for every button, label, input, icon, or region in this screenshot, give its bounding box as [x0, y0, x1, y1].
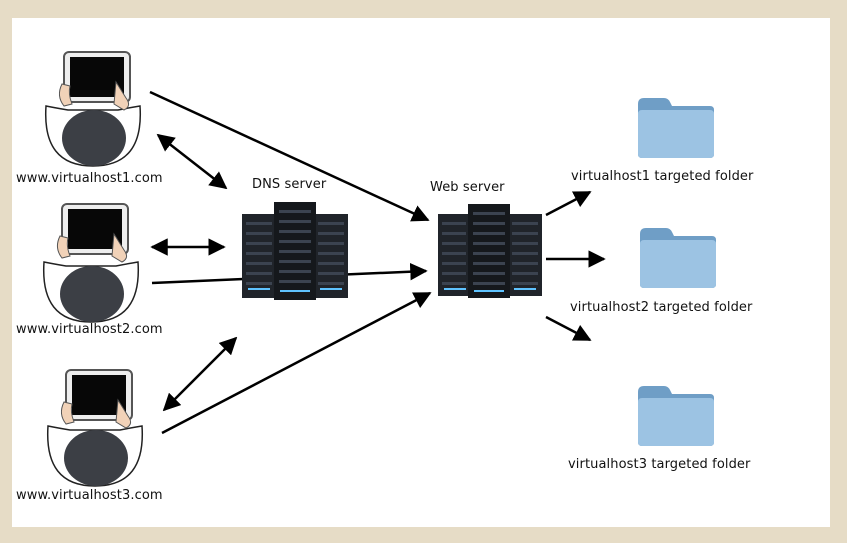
- user-tablet-icon: [45, 51, 141, 167]
- user-2: [36, 203, 156, 324]
- web-server-label: Web server: [430, 180, 505, 195]
- arrow-user3-dns: [162, 336, 238, 412]
- arrow-user3-web: [161, 291, 432, 435]
- folder-2: [638, 224, 718, 294]
- folder-icon: [638, 98, 714, 158]
- arrow-web-folder3: [545, 315, 592, 342]
- web-server: [436, 202, 544, 304]
- server-rack-icon: [438, 204, 542, 298]
- user-tablet-icon: [47, 369, 143, 487]
- folder-1: [636, 94, 716, 164]
- dns-server-label: DNS server: [252, 177, 327, 192]
- folder-3-label: virtualhost3 targeted folder: [568, 457, 751, 472]
- arrow-user1-web: [149, 90, 430, 222]
- user-3: [40, 368, 160, 488]
- folder-2-label: virtualhost2 targeted folder: [570, 300, 753, 315]
- dns-server: [240, 200, 350, 306]
- user-1-label: www.virtualhost1.com: [16, 171, 163, 186]
- user-1: [38, 48, 158, 168]
- folder-3: [636, 382, 716, 452]
- user-2-label: www.virtualhost2.com: [16, 322, 163, 337]
- server-rack-icon: [242, 202, 348, 300]
- folder-1-label: virtualhost1 targeted folder: [571, 169, 754, 184]
- arrow-web-folder1: [545, 190, 592, 217]
- folder-icon: [640, 228, 716, 288]
- user-3-label: www.virtualhost3.com: [16, 488, 163, 503]
- folder-icon: [638, 386, 714, 446]
- user-tablet-icon: [43, 203, 139, 323]
- arrow-user1-dns: [156, 133, 228, 190]
